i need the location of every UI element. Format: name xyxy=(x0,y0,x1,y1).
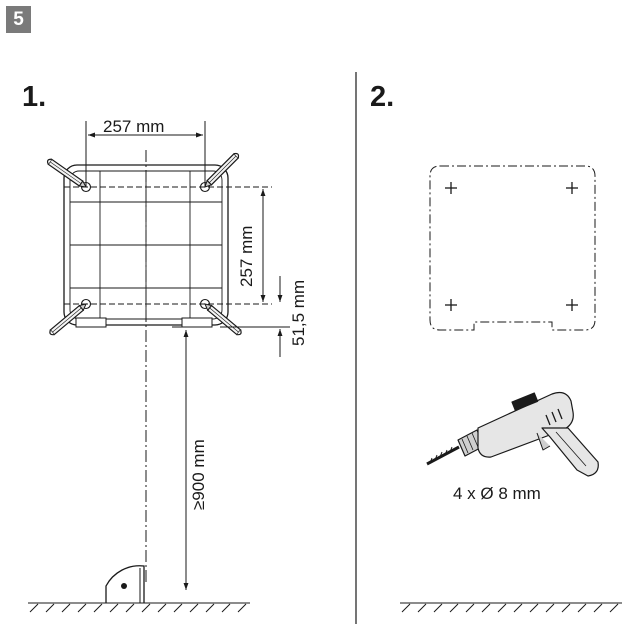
dimension-bottom-offset xyxy=(220,276,290,357)
hole-reference-lines xyxy=(64,186,272,305)
bottom-offset-label: 51,5 mm xyxy=(289,279,308,346)
dimension-floor-clearance xyxy=(172,326,200,590)
dimension-horizontal xyxy=(85,121,206,187)
section-number-badge: 5 xyxy=(6,6,31,33)
floor-hatch-icon xyxy=(28,602,250,613)
floor-hatch-icon xyxy=(400,602,622,613)
floor-clearance-label: ≥900 mm xyxy=(189,439,208,510)
hole-spacing-vertical-label: 257 mm xyxy=(237,225,256,287)
wall-socket-icon xyxy=(105,565,145,603)
drill-template xyxy=(429,165,596,331)
drill-icon xyxy=(426,391,599,477)
hole-spacing-horizontal-label: 257 mm xyxy=(103,117,165,136)
drill-mark-icon xyxy=(444,181,579,312)
step-1-label: 1. xyxy=(22,81,47,113)
drill-size-label: 4 x Ø 8 mm xyxy=(453,484,541,503)
step-2-label: 2. xyxy=(370,81,395,113)
